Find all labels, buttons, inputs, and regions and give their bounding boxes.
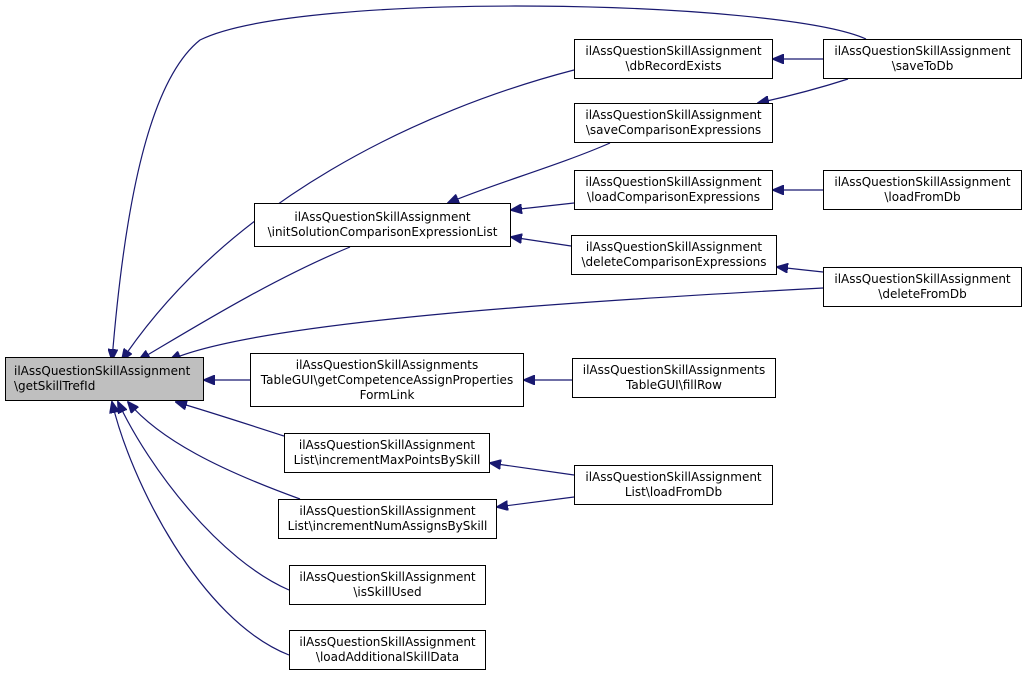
node-loadComparison[interactable]: ilAssQuestionSkillAssignment\loadCompari… xyxy=(574,170,773,210)
edge-loadComparison-to-initSolution xyxy=(511,202,575,210)
node-label-line: ilAssQuestionSkillAssignment xyxy=(834,44,1011,58)
node-label-line: ilAssQuestionSkillAssignment xyxy=(834,272,1011,286)
node-deleteComparison[interactable]: ilAssQuestionSkillAssignment\deleteCompa… xyxy=(571,235,777,275)
edge-incMaxPoints-to-main xyxy=(176,402,285,437)
node-label-line: ilAssQuestionSkillAssignment xyxy=(299,504,476,518)
node-label-line: \loadAdditionalSkillData xyxy=(315,650,460,664)
node-label-line: List\incrementMaxPointsBySkill xyxy=(293,453,481,467)
node-saveComparison[interactable]: ilAssQuestionSkillAssignment\saveCompari… xyxy=(574,103,773,143)
node-label-line: ilAssQuestionSkillAssignment xyxy=(585,240,763,254)
node-label-line: FormLink xyxy=(359,387,415,402)
node-label-line: \getSkillTrefId xyxy=(14,379,96,393)
node-dbRecordExists[interactable]: ilAssQuestionSkillAssignment\dbRecordExi… xyxy=(574,39,773,79)
node-label-line: ilAssQuestionSkillAssignment xyxy=(585,175,762,189)
node-saveToDb[interactable]: ilAssQuestionSkillAssignment\saveToDb xyxy=(823,39,1022,79)
node-loadFromDb[interactable]: ilAssQuestionSkillAssignment\loadFromDb xyxy=(823,170,1022,210)
node-main[interactable]: ilAssQuestionSkillAssignment\getSkillTre… xyxy=(5,357,204,401)
node-isSkillUsed[interactable]: ilAssQuestionSkillAssignment\isSkillUsed xyxy=(289,565,486,605)
node-label-line: ilAssQuestionSkillAssignment xyxy=(585,108,762,122)
node-deleteFromDb[interactable]: ilAssQuestionSkillAssignment\deleteFromD… xyxy=(823,267,1022,307)
edge-listLoadFromDb-to-incNumAssigns xyxy=(497,496,575,507)
node-label-line: ilAssQuestionSkillAssignment xyxy=(585,44,762,58)
edge-dbRecordExists-to-main xyxy=(122,69,575,360)
node-label-line: ilAssQuestionSkillAssignment xyxy=(299,635,476,649)
edge-deleteFromDb-to-main xyxy=(170,287,824,360)
node-label-line: \deleteComparisonExpressions xyxy=(581,255,767,269)
node-label-line: \initSolutionComparisonExpressionList xyxy=(267,225,498,239)
node-label-line: ilAssQuestionSkillAssignment xyxy=(834,175,1011,189)
edge-saveToDb-to-main xyxy=(112,5,867,360)
node-initSolution[interactable]: ilAssQuestionSkillAssignment\initSolutio… xyxy=(254,203,511,247)
node-label-line: \dbRecordExists xyxy=(625,59,722,73)
node-label-line: \loadComparisonExpressions xyxy=(587,190,760,204)
edge-loadAdditional-to-main xyxy=(112,402,290,656)
node-loadAdditional[interactable]: ilAssQuestionSkillAssignment\loadAdditio… xyxy=(289,630,486,670)
edge-incNumAssigns-to-main xyxy=(128,402,301,500)
node-label-line: TableGUI\getCompetenceAssignProperties xyxy=(260,372,514,387)
node-label-line: \saveComparisonExpressions xyxy=(585,123,762,137)
node-label-line: \loadFromDb xyxy=(884,190,961,204)
node-label-line: \saveToDb xyxy=(891,59,954,73)
edge-listLoadFromDb-to-incMaxPoints xyxy=(490,463,575,476)
edge-deleteComparison-to-initSolution xyxy=(511,237,572,247)
node-label-line: \isSkillUsed xyxy=(353,585,422,599)
node-label-line: List\incrementNumAssignsBySkill xyxy=(287,519,488,533)
node-label-line: ilAssQuestionSkillAssignment xyxy=(585,470,762,484)
edge-saveToDb-to-saveComparison xyxy=(758,78,849,103)
edge-saveComparison-to-initSolution xyxy=(448,142,611,203)
node-label-line: ilAssQuestionSkillAssignment xyxy=(14,364,191,378)
node-label-line: ilAssQuestionSkillAssignment xyxy=(294,210,471,224)
node-label-line: ilAssQuestionSkillAssignment xyxy=(299,570,476,584)
node-label-line: List\loadFromDb xyxy=(624,485,723,499)
node-label-line: \deleteFromDb xyxy=(878,287,967,301)
node-label-line: ilAssQuestionSkillAssignments xyxy=(295,357,479,372)
node-label-line: ilAssQuestionSkillAssignments xyxy=(582,363,766,377)
edge-deleteFromDb-to-deleteComparison xyxy=(777,267,824,272)
edge-isSkillUsed-to-main xyxy=(118,402,290,591)
node-label-line: ilAssQuestionSkillAssignment xyxy=(298,438,476,452)
edge-initSolution-to-main xyxy=(139,246,351,360)
node-label-line: TableGUI\fillRow xyxy=(626,378,722,392)
